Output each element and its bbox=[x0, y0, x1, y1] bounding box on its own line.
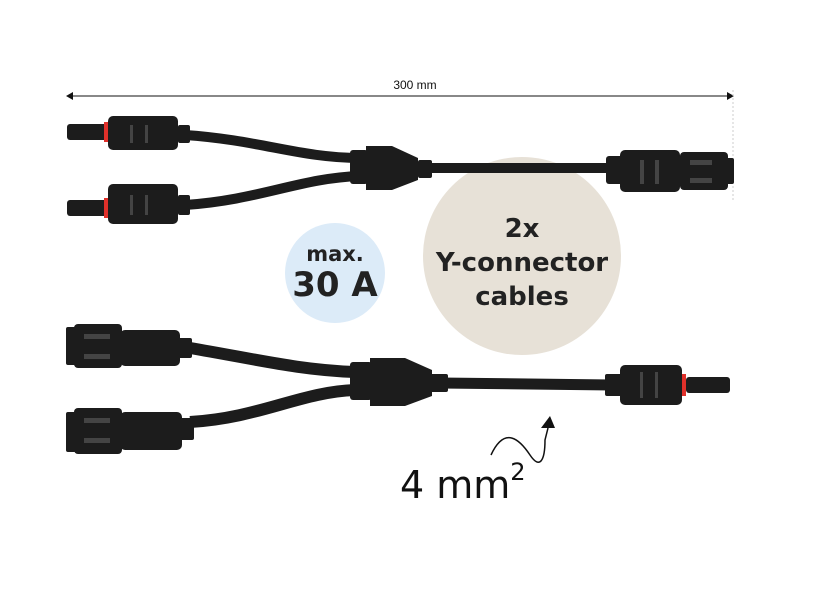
pointer-arrow bbox=[490, 416, 555, 463]
y-cable-bottom bbox=[66, 324, 730, 454]
current-badge bbox=[285, 223, 385, 323]
y-cable-top bbox=[67, 116, 734, 224]
product-badge-suffix: cables bbox=[475, 282, 569, 312]
cross-section-exponent: 2 bbox=[510, 458, 526, 486]
product-badge-name: Y-connector bbox=[435, 248, 609, 278]
cross-section-value: 4 mm bbox=[400, 463, 511, 507]
current-badge-value: 30 A bbox=[292, 265, 378, 305]
current-badge-prefix: max. bbox=[306, 242, 364, 266]
length-label: 300 mm bbox=[393, 78, 437, 92]
product-badge-quantity: 2x bbox=[504, 214, 540, 244]
dimension-arrow bbox=[66, 90, 734, 200]
product-badge bbox=[423, 157, 621, 355]
cross-section-label: 4 mm2 bbox=[400, 458, 526, 507]
